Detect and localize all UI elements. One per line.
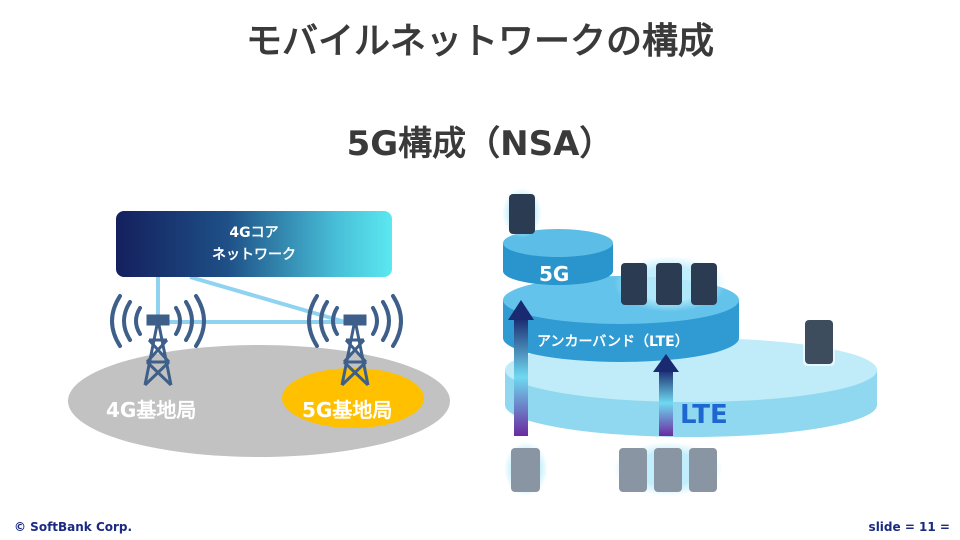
- layer-anchor-label: アンカーバンド（LTE）: [537, 334, 689, 350]
- layer-5g-label: 5G: [539, 262, 570, 286]
- disc-5g: [503, 229, 613, 285]
- layer-lte-label: LTE: [680, 400, 728, 430]
- core-label-line2: ネットワーク: [212, 247, 296, 263]
- copyright: © SoftBank Corp.: [14, 520, 133, 534]
- slide-title: モバイルネットワークの構成: [245, 21, 714, 62]
- tower-5g-icon: [340, 314, 370, 387]
- core-network-box: 4Gコア ネットワーク: [116, 211, 392, 277]
- station-5g-label: 5G基地局: [302, 398, 393, 422]
- diagram-subtitle: 5G構成（NSA）: [346, 124, 614, 164]
- signal-waves-4g-icon: [110, 294, 206, 348]
- station-4g-label: 4G基地局: [106, 398, 197, 422]
- core-label-line1: 4Gコア: [229, 225, 279, 241]
- uplink-arrow-left-icon: [508, 300, 534, 436]
- phone-lte-icon: [803, 318, 835, 366]
- tower-4g-icon: [143, 314, 173, 387]
- phone-bottom-icons: [504, 442, 723, 496]
- link-core-5g: [189, 275, 346, 324]
- signal-waves-5g-icon: [307, 294, 403, 348]
- coverage-area-5g: [282, 368, 424, 428]
- phone-5g-icon: [502, 188, 542, 238]
- slide-number: slide = 11 =: [868, 520, 950, 534]
- uplink-arrow-right-icon: [653, 354, 679, 436]
- phone-anchor-icons: [614, 256, 726, 312]
